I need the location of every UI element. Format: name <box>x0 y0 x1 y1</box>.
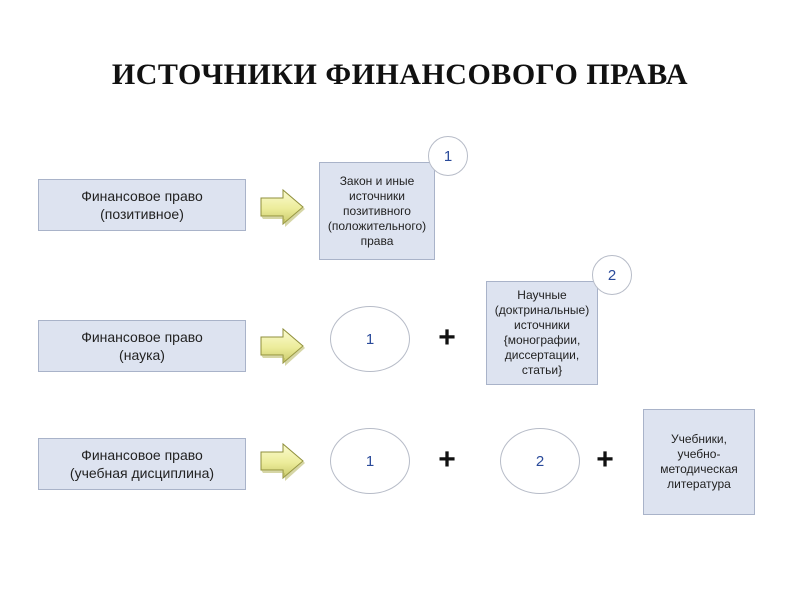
reference-oval-1: 1 <box>330 306 410 372</box>
financial-law-positive-box: Финансовое право (позитивное) <box>38 179 246 231</box>
right-arrow-icon <box>260 188 305 227</box>
reference-oval-1: 1 <box>330 428 410 494</box>
reference-oval-2: 2 <box>500 428 580 494</box>
financial-law-course-box: Финансовое право (учебная дисциплина) <box>38 438 246 490</box>
marker-circle-2: 2 <box>592 255 632 295</box>
marker-circle-1: 1 <box>428 136 468 176</box>
plus-sign: + <box>596 443 614 476</box>
right-arrow-icon <box>260 327 305 366</box>
financial-law-science-box: Финансовое право (наука) <box>38 320 246 372</box>
doctrinal-sources-box: Научные (доктринальные) источники {моног… <box>486 281 598 385</box>
plus-sign: + <box>438 443 456 476</box>
page-title: ИСТОЧНИКИ ФИНАНСОВОГО ПРАВА <box>111 58 689 91</box>
positive-sources-box: Закон и иные источники позитивного (поло… <box>319 162 435 260</box>
right-arrow-icon <box>260 442 305 481</box>
plus-sign: + <box>438 321 456 354</box>
educational-literature-box: Учебники, учебно- методическая литератур… <box>643 409 755 515</box>
